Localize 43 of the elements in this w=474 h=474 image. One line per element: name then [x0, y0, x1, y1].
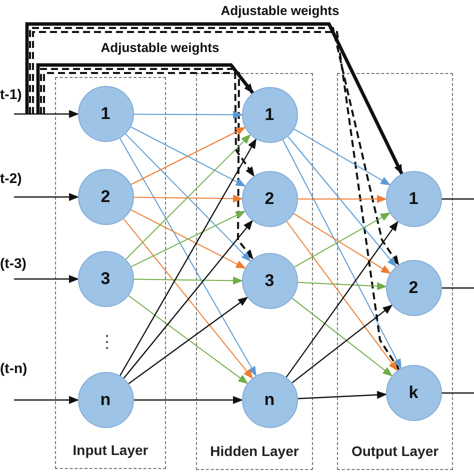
input-label: (t-3)	[0, 255, 26, 271]
input-label: t-2)	[0, 170, 22, 186]
neuron-circle: 3	[78, 250, 134, 306]
neuron-circle: 3	[242, 252, 298, 308]
connection-arrow	[40, 68, 255, 177]
connection-arrow	[29, 27, 400, 266]
input-label: (t-n)	[0, 360, 28, 376]
neuron-circle: k	[386, 364, 442, 420]
neuron-circle: 2	[386, 260, 442, 316]
connection-arrow	[43, 72, 254, 260]
connection-arrow	[292, 304, 393, 384]
connection-arrow	[287, 136, 397, 268]
connection-arrow	[14, 110, 79, 118]
layer-box	[55, 77, 166, 469]
connection-arrow	[32, 31, 400, 370]
layer-title: Hidden Layer	[209, 443, 300, 459]
connection-arrow	[14, 396, 79, 404]
connection-arrow	[298, 390, 387, 400]
connection-arrow	[292, 298, 393, 376]
neuron-circle: 1	[386, 170, 442, 226]
connection-arrow	[14, 193, 79, 201]
connection-arrow	[298, 195, 387, 203]
input-label: t-1)	[0, 86, 22, 102]
neuron-circle: 2	[242, 170, 298, 226]
connection-arrow	[134, 110, 243, 119]
neuron-circle: 1	[78, 86, 134, 142]
connection-arrow	[298, 282, 387, 290]
layer-box	[337, 73, 453, 470]
layer-box	[196, 73, 313, 470]
connection-arrow	[25, 22, 404, 175]
connection-arrow	[282, 139, 402, 369]
layer-title: Output Layer	[350, 443, 440, 459]
connection-arrow	[36, 63, 254, 114]
layer-title: Input Layer	[72, 442, 150, 458]
connection-arrow	[134, 276, 243, 285]
connection-arrow	[294, 128, 391, 186]
neuron-circle: 1	[242, 86, 298, 142]
neuron-circle: n	[78, 372, 134, 428]
neuron-circle: n	[242, 372, 298, 428]
connection-arrow	[134, 194, 243, 203]
connection-arrow	[134, 396, 243, 404]
connection-arrow	[14, 275, 79, 283]
neuron-circle: 2	[78, 168, 134, 224]
